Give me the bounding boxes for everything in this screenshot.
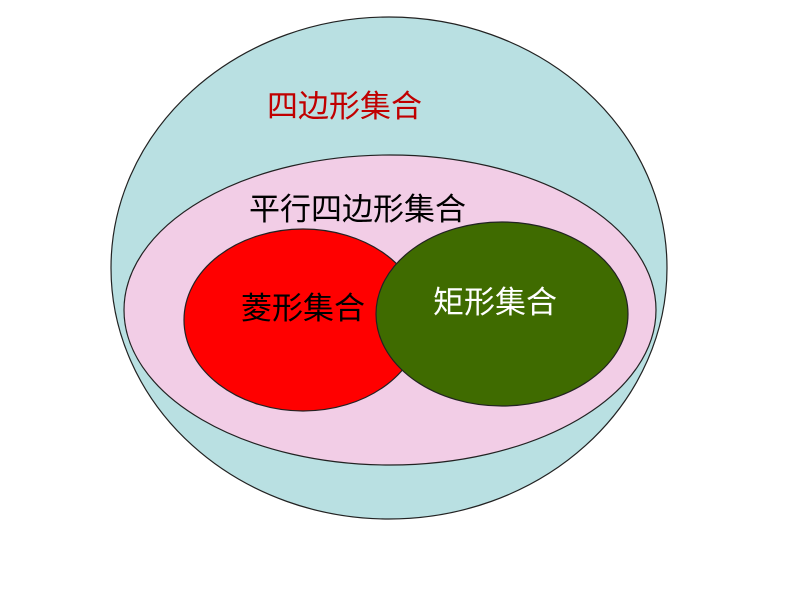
rectangle-set-label: 矩形集合: [433, 285, 557, 321]
quadrilateral-set-label: 四边形集合: [267, 89, 422, 125]
parallelogram-set-label: 平行四边形集合: [249, 192, 466, 228]
rectangle-set-ellipse: [375, 221, 629, 407]
rhombus-set-label: 菱形集合: [241, 291, 365, 327]
